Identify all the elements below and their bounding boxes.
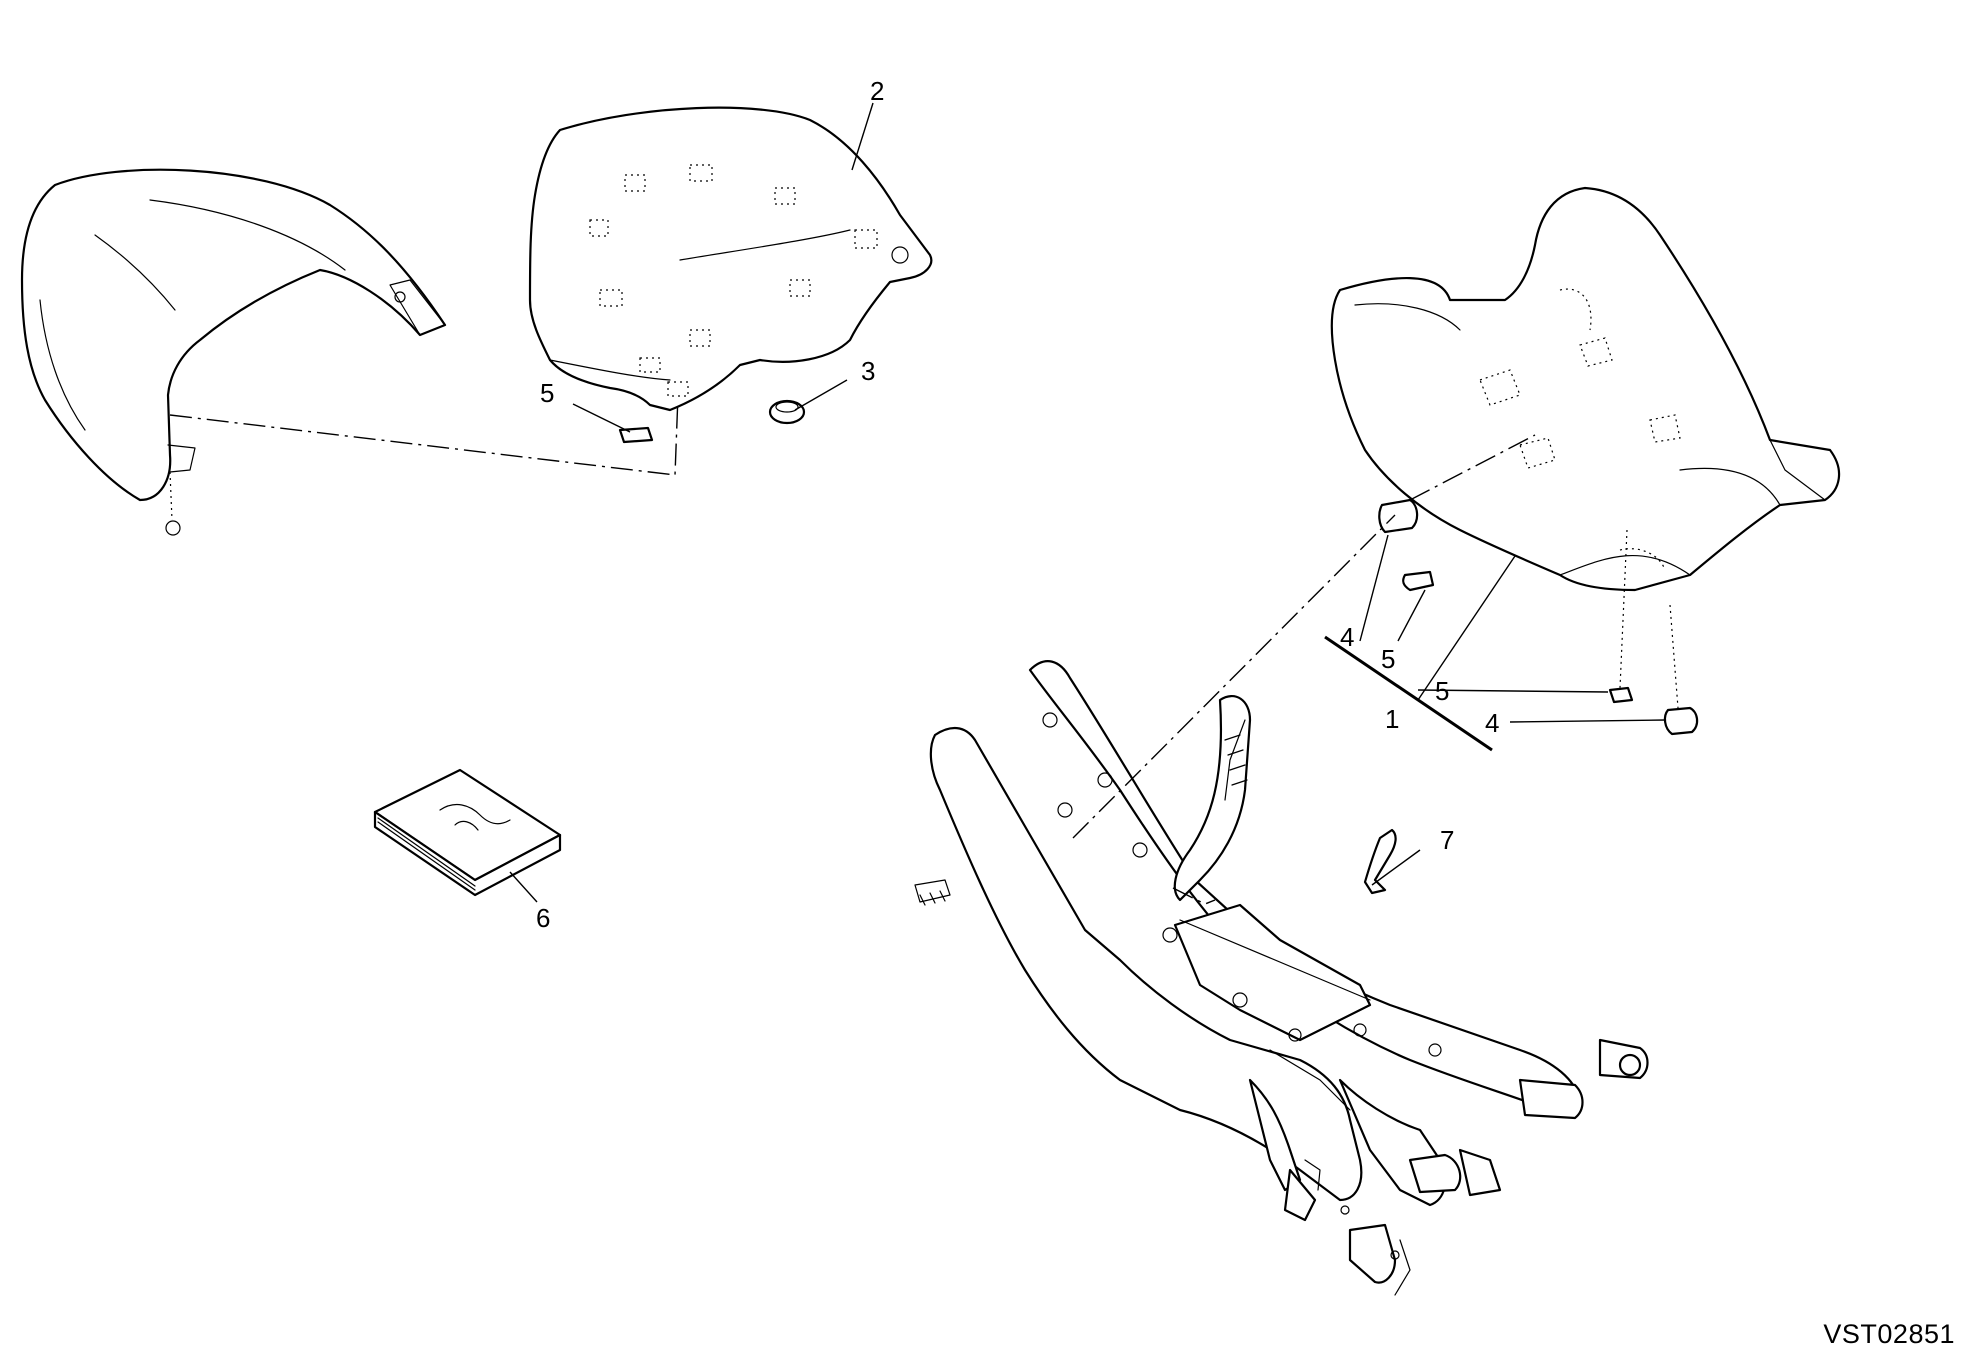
passenger-seat-cowl (20, 168, 447, 536)
strap (1363, 828, 1397, 895)
callout-2: 2 (870, 76, 884, 106)
drawing-code: VST02851 (1823, 1319, 1955, 1349)
clip-5-upper (1402, 570, 1435, 592)
callout-5-left: 5 (540, 378, 554, 408)
bracket-4-lower (1663, 706, 1699, 736)
bracket-4-upper (1378, 498, 1419, 534)
callout-1: 1 (1385, 704, 1399, 734)
seat-subframe (914, 660, 1649, 1296)
strap-route-line (1172, 887, 1216, 905)
seat-mount-line (1072, 514, 1396, 839)
owners-manual (373, 768, 562, 897)
callout-4-upper: 4 (1340, 622, 1354, 652)
callout-6: 6 (536, 903, 550, 933)
clip-nut-5-lower (1608, 686, 1634, 704)
seat-mount-line-2 (1409, 434, 1536, 501)
callout-3: 3 (861, 356, 875, 386)
rider-seat (1330, 186, 1841, 592)
rubber-buffer (768, 399, 806, 425)
callout-7: 7 (1440, 825, 1454, 855)
callout-5-lower: 5 (1435, 676, 1449, 706)
callout-4-lower: 4 (1485, 708, 1499, 738)
callout-5-upper: 5 (1381, 644, 1395, 674)
rider-seat-cover (528, 106, 933, 412)
cowl-mount-line (169, 394, 679, 476)
